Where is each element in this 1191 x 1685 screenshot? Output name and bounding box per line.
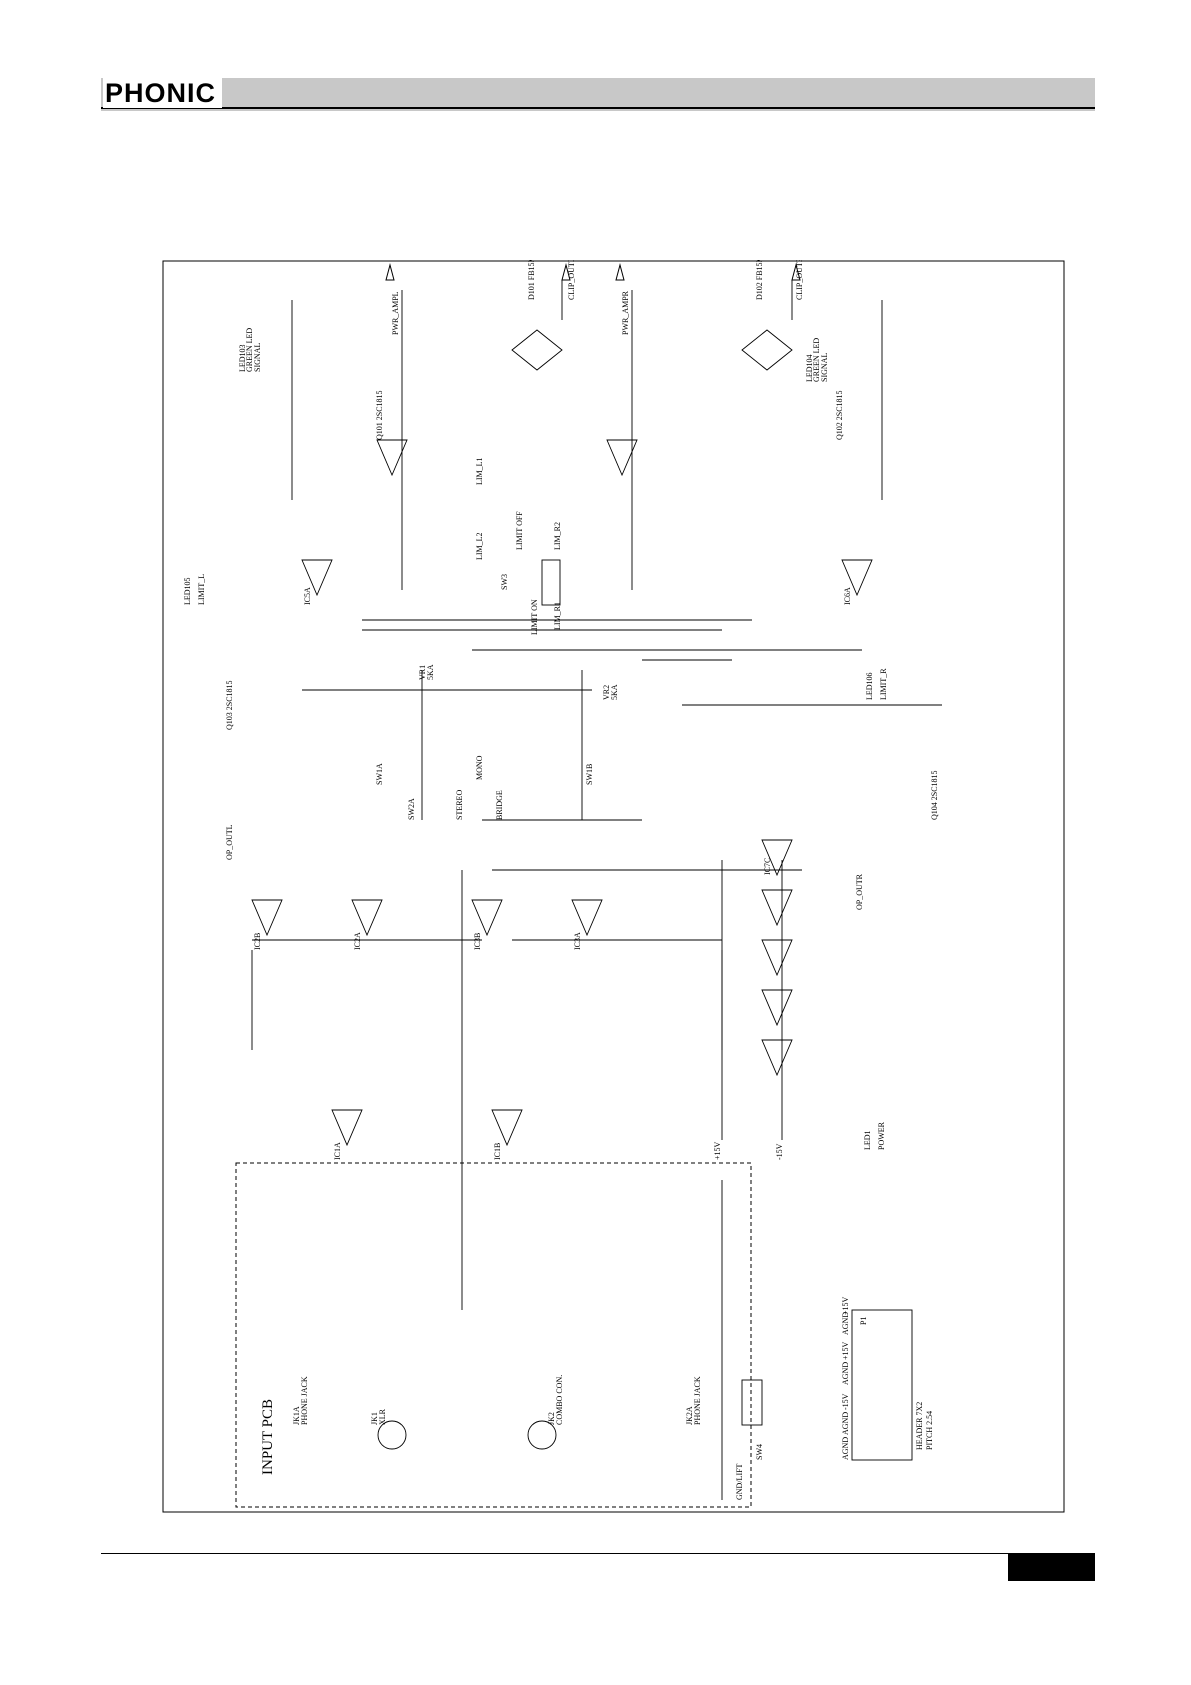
label-jk1a: JK1A [292, 1406, 301, 1425]
label-jk2a-name: PHONE JACK [693, 1376, 702, 1425]
label-op-outl: OP_OUTL [225, 824, 234, 860]
label-p1: P1 [859, 1317, 868, 1325]
label-ic6a: IC6A [843, 587, 852, 605]
input-pcb-label: INPUT PCB [260, 1399, 276, 1475]
label-lim-l1: LIM_L1 [475, 457, 484, 485]
label-sw4: SW4 [755, 1444, 764, 1460]
label-sw3: SW3 [500, 574, 509, 590]
label-jk2-name: COMBO CON. [555, 1375, 564, 1425]
label-led106: LED106 [865, 672, 874, 700]
label-clip-outl: CLIP_OUTL [567, 260, 576, 300]
label-ic3a: IC3A [573, 932, 582, 950]
label-p1-pin-11: AGND [841, 1312, 850, 1335]
label-p1-name: HEADER 7X2 [915, 1402, 924, 1450]
label-p1-pin-7: AGND [841, 1362, 850, 1385]
label-ic5a: IC5A [303, 587, 312, 605]
header-bar [101, 78, 1095, 111]
schematic-frame [162, 260, 1065, 1513]
label-lim-l2: LIM_L2 [475, 532, 484, 560]
label-stereo: STEREO [455, 790, 464, 820]
label-sw2a: SW2A [407, 798, 416, 820]
label-p1-pin-9: +15V [841, 1341, 850, 1360]
label-p1-pitch: PITCH 2.54 [925, 1411, 934, 1450]
label-led103-name: SIGNAL [253, 343, 262, 372]
label-led1: LED1 [863, 1130, 872, 1150]
page-number-box [1008, 1553, 1095, 1581]
label-jk2: JK2 [547, 1412, 556, 1425]
label-led103-desc: GREEN LED [245, 328, 254, 372]
label-ic1a: IC1A [333, 1142, 342, 1160]
label-p1-pin-13: +15V [841, 1296, 850, 1315]
label-lim-r2: LIM_R2 [553, 522, 562, 550]
label-d101: D101 FB15M4 [527, 260, 536, 300]
label-q104: Q104 2SC1815 [930, 770, 939, 820]
label-mono: MONO [475, 755, 484, 780]
label-p1-pin-3: AGND [841, 1412, 850, 1435]
label-ic7c: IC7C [763, 858, 772, 875]
label-vr1: VR1 [418, 665, 427, 680]
label-sw1b: SW1B [585, 764, 594, 785]
label-rail-plus15: +15V [713, 1141, 722, 1160]
label-vr1-value: 5KA [426, 664, 435, 680]
label-jk1-name: XLR [378, 1408, 387, 1425]
label-q101: Q101 2SC1815 [375, 390, 384, 440]
label-sw1a: SW1A [375, 763, 384, 785]
label-ic2b: IC2B [253, 933, 262, 950]
brand-logo: PHONIC [103, 78, 223, 108]
label-q103: Q103 2SC1815 [225, 680, 234, 730]
label-limit-on: LIMIT ON [530, 599, 539, 635]
label-led106-name: LIMIT_R [879, 668, 888, 700]
label-lim-r1: LIM_R1 [553, 602, 562, 630]
footer-rule [101, 1553, 1095, 1554]
label-jk1a-name: PHONE JACK [300, 1376, 309, 1425]
label-pwr-ampl: PWR_AMPL [391, 291, 400, 335]
label-vr2: VR2 [602, 685, 611, 700]
label-led105-name: LIMIT_L [197, 574, 206, 605]
label-q102: Q102 2SC1815 [835, 390, 844, 440]
header-rule [101, 107, 1095, 109]
label-jk1: JK1 [370, 1412, 379, 1425]
label-ic1b: IC1B [493, 1143, 502, 1160]
label-led104-name: SIGNAL [820, 353, 829, 382]
label-p1-pin-1: AGND [841, 1437, 850, 1460]
label-led103: LED103 [238, 344, 247, 372]
label-rail-minus15: -15V [775, 1143, 784, 1160]
label-bridge: BRIDGE [495, 790, 504, 820]
label-limit-off: LIMIT OFF [515, 511, 524, 550]
label-jk2a: JK2A [685, 1406, 694, 1425]
label-clip-outr: CLIP_OUTR [795, 260, 804, 300]
label-led104-desc: GREEN LED [812, 338, 821, 382]
label-p1-pin-5: -15V [841, 1393, 850, 1410]
input-pcb-region [235, 1162, 752, 1508]
label-led105: LED105 [183, 577, 192, 605]
label-pwr-ampr: PWR_AMPR [621, 290, 630, 335]
label-ic2a: IC2A [353, 932, 362, 950]
label-op-outr: OP_OUTR [855, 873, 864, 910]
label-led1-name: POWER [877, 1121, 886, 1150]
label-d102: D102 FB15M4 [755, 260, 764, 300]
schematic-diagram: INPUT PCB [162, 260, 1065, 1513]
label-vr2-value: 5KA [610, 684, 619, 700]
label-gnd-lift: GND/LIFT [735, 1463, 744, 1500]
label-ic3b: IC3B [473, 933, 482, 950]
label-led104: LED104 [805, 354, 814, 382]
